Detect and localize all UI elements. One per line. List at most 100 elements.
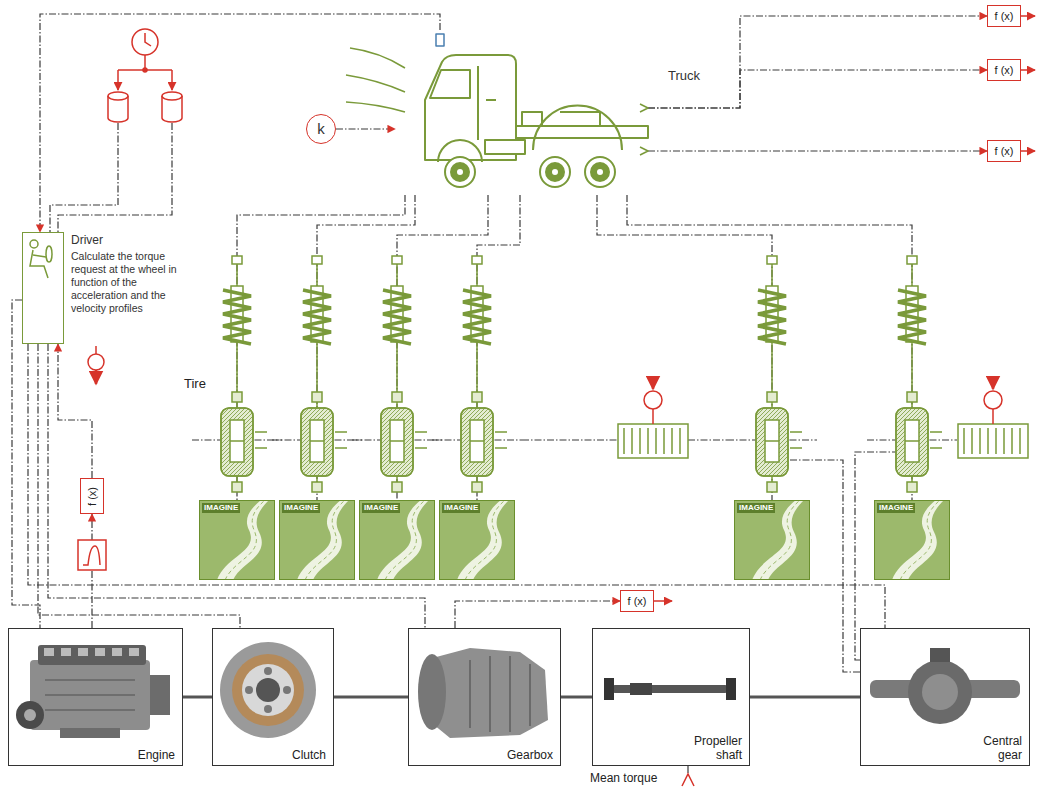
engine-photo bbox=[95, 648, 105, 656]
clutch-photo bbox=[245, 686, 253, 694]
gearbox-photo bbox=[418, 648, 548, 738]
road-picture bbox=[359, 500, 435, 580]
saturation-block bbox=[83, 546, 100, 565]
database-symbol bbox=[162, 92, 182, 100]
engine-photo bbox=[30, 660, 150, 730]
node-label: Clutch bbox=[290, 748, 328, 762]
node-label: IMAGINE bbox=[202, 503, 240, 513]
engine-photo bbox=[129, 648, 139, 656]
gearbox-photo bbox=[470, 656, 530, 732]
node-label: IMAGINE bbox=[442, 503, 480, 513]
component-box: Central gear bbox=[860, 628, 1030, 766]
truck-drawing bbox=[551, 168, 559, 176]
signal-connector bbox=[597, 195, 772, 500]
component-box: Clutch bbox=[212, 628, 334, 766]
signal-connector bbox=[58, 344, 92, 478]
signal-line bbox=[522, 439, 618, 440]
brake-input bbox=[984, 391, 1002, 409]
engine-photo bbox=[150, 675, 170, 715]
brake-input bbox=[992, 409, 994, 424]
node-label: f (x) bbox=[85, 487, 98, 506]
output-arrow bbox=[654, 600, 672, 602]
truck-drawing bbox=[522, 112, 542, 126]
function-block: f (x) bbox=[987, 59, 1021, 81]
truck-drawing bbox=[445, 157, 475, 187]
function-block: f (x) bbox=[80, 478, 104, 514]
output-arrow bbox=[1021, 69, 1035, 71]
road-block: IMAGINE bbox=[734, 500, 810, 580]
clutch-photo bbox=[232, 654, 304, 726]
node-label: IMAGINE bbox=[362, 503, 400, 513]
database-symbol bbox=[108, 92, 182, 122]
clock-symbol bbox=[132, 29, 158, 55]
tire-model bbox=[867, 256, 957, 492]
driver-icon bbox=[46, 246, 52, 262]
road-picture bbox=[279, 500, 355, 580]
signal-line bbox=[687, 766, 688, 773]
sensor-symbol bbox=[95, 346, 97, 354]
node-label: Truck bbox=[668, 68, 700, 83]
propeller-shaft-photo bbox=[612, 685, 728, 693]
road-block: IMAGINE bbox=[359, 500, 435, 580]
clock-symbol bbox=[118, 29, 172, 90]
node-label: Gearbox bbox=[505, 748, 555, 762]
vehicle-block: Truck bbox=[395, 30, 648, 195]
parameter-circle: k bbox=[306, 114, 336, 144]
part-label: Tire bbox=[184, 376, 206, 391]
database-symbol bbox=[108, 92, 128, 100]
engine-photo bbox=[78, 648, 88, 656]
node-label: IMAGINE bbox=[282, 503, 320, 513]
road-picture bbox=[199, 500, 275, 580]
connector-group bbox=[12, 14, 987, 697]
brake-input bbox=[644, 391, 662, 409]
road-picture bbox=[199, 500, 950, 580]
shaft-connector bbox=[183, 696, 212, 699]
measurement-label: Mean torque bbox=[590, 771, 657, 785]
propeller-shaft-photo bbox=[726, 678, 736, 700]
signal-line bbox=[688, 439, 727, 440]
truck-drawing bbox=[425, 34, 648, 187]
signal-connector bbox=[28, 344, 885, 628]
engine-photo bbox=[60, 728, 120, 738]
brake-symbol bbox=[618, 424, 1028, 458]
node-label: f (x) bbox=[995, 10, 1014, 23]
node-label: Driver bbox=[71, 233, 103, 247]
function-block: f (x) bbox=[987, 5, 1021, 27]
clutch-photo bbox=[283, 686, 291, 694]
clock-symbol bbox=[117, 70, 119, 90]
signal-connector bbox=[237, 195, 405, 500]
truck-drawing bbox=[456, 168, 464, 176]
saturation-block bbox=[78, 540, 106, 570]
engine-photo bbox=[24, 709, 36, 721]
function-block: f (x) bbox=[620, 590, 654, 612]
clock-symbol bbox=[145, 33, 151, 46]
signal-line bbox=[50, 123, 896, 773]
truck-drawing bbox=[533, 106, 622, 150]
signal-line bbox=[58, 123, 172, 232]
propeller-shaft-photo bbox=[604, 678, 614, 700]
node-label: f (x) bbox=[628, 595, 647, 608]
tire-model bbox=[432, 256, 522, 492]
sensor-symbol bbox=[88, 354, 104, 370]
brake-symbol bbox=[964, 428, 1020, 454]
road-block: IMAGINE bbox=[279, 500, 355, 580]
truck-drawing bbox=[585, 157, 615, 187]
signal-connector bbox=[648, 16, 987, 108]
truck-drawing bbox=[477, 66, 479, 140]
road-block: IMAGINE bbox=[199, 500, 275, 580]
node-label: IMAGINE bbox=[877, 503, 915, 513]
engine-photo bbox=[16, 645, 170, 738]
output-arrow bbox=[1021, 15, 1035, 17]
wind-lines bbox=[346, 48, 405, 112]
wind-lines bbox=[350, 48, 405, 68]
truck-drawing bbox=[430, 70, 470, 98]
road-picture bbox=[874, 500, 950, 580]
brake-input bbox=[992, 380, 995, 389]
road-block: IMAGINE bbox=[439, 500, 515, 580]
clutch-photo bbox=[264, 667, 272, 675]
brake-input bbox=[652, 380, 655, 389]
propeller-shaft-photo bbox=[630, 683, 652, 695]
central-gear-photo bbox=[870, 648, 1020, 724]
